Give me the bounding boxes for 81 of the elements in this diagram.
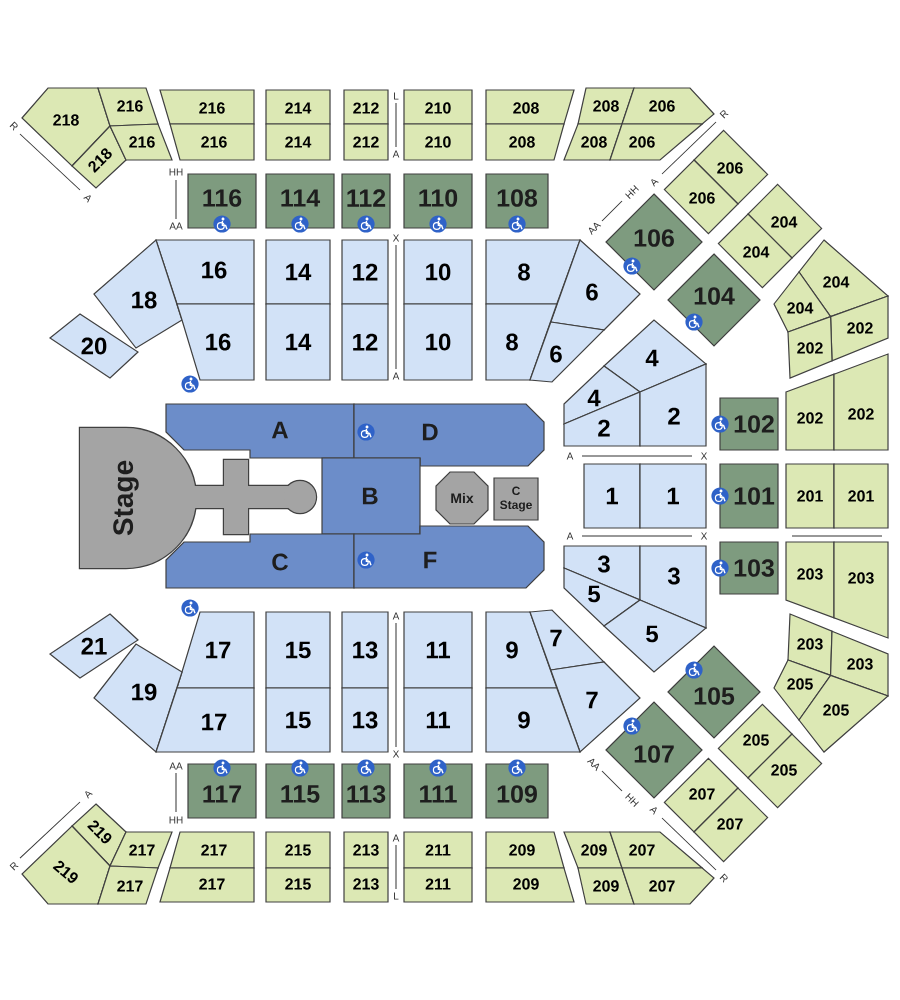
floor-section: D bbox=[353, 403, 545, 467]
seat-section: 217 bbox=[97, 865, 159, 905]
seat-section: 210 bbox=[403, 89, 473, 125]
seat-section: 113 bbox=[341, 763, 391, 819]
seat-section: 1 bbox=[639, 463, 707, 529]
floor-section: A bbox=[165, 403, 355, 459]
seat-section: 112 bbox=[341, 173, 391, 229]
seat-section: 217 bbox=[169, 831, 255, 869]
seat-section: 109 bbox=[485, 763, 549, 819]
seat-section: 13 bbox=[341, 611, 389, 689]
seat-section: 211 bbox=[403, 867, 473, 903]
seat-section: 208 bbox=[485, 123, 565, 161]
seat-section: 110 bbox=[403, 173, 473, 229]
seat-section: 117 bbox=[187, 763, 257, 819]
seat-section: 215 bbox=[265, 831, 331, 869]
seat-section: 212 bbox=[343, 123, 389, 161]
seat-section: 209 bbox=[577, 867, 635, 905]
seat-section: 209 bbox=[485, 831, 565, 869]
seat-section: 212 bbox=[343, 89, 389, 125]
seat-section: 5 bbox=[603, 599, 708, 673]
seat-section: 201 bbox=[785, 463, 835, 529]
seat-section: 7 bbox=[529, 609, 606, 671]
seat-section: 12 bbox=[341, 303, 389, 381]
seat-section: 12 bbox=[341, 239, 389, 305]
seat-section: 10 bbox=[403, 239, 473, 305]
seat-section: 217 bbox=[109, 831, 173, 869]
seat-section: 203 bbox=[785, 541, 835, 619]
seat-section: 206 bbox=[609, 123, 704, 161]
seat-section: 17 bbox=[176, 611, 255, 689]
seat-section: 206 bbox=[621, 87, 715, 125]
node-label: 203 bbox=[847, 658, 873, 670]
seat-section: 16 bbox=[176, 303, 255, 381]
seat-section: 216 bbox=[169, 123, 255, 161]
seat-section: 6 bbox=[529, 321, 606, 383]
seat-section: 203 bbox=[833, 541, 889, 639]
node-label: 202 bbox=[847, 322, 873, 334]
seat-section: 215 bbox=[265, 867, 331, 903]
seat-section: 14 bbox=[265, 239, 331, 305]
seat-section: 10 bbox=[403, 303, 473, 381]
seat-section: 11 bbox=[403, 611, 473, 689]
seat-section: 101 bbox=[719, 463, 779, 529]
seat-section: 115 bbox=[265, 763, 335, 819]
floor-section: F bbox=[353, 525, 545, 589]
seat-section: 114 bbox=[265, 173, 335, 229]
seat-section: 213 bbox=[343, 831, 389, 869]
seat-section: 15 bbox=[265, 687, 331, 753]
seat-section: 202 bbox=[785, 373, 835, 451]
seat-section: 202 bbox=[787, 315, 833, 379]
floor-section: B bbox=[321, 457, 421, 535]
seat-section: 201 bbox=[833, 463, 889, 529]
seat-section: 21 bbox=[49, 613, 139, 679]
seat-section: 208 bbox=[563, 123, 623, 161]
seat-section: 210 bbox=[403, 123, 473, 161]
seat-section: 102 bbox=[719, 397, 779, 451]
seat-section: 14 bbox=[265, 303, 331, 381]
seat-section: 4 bbox=[603, 319, 708, 393]
seat-section: 209 bbox=[485, 867, 575, 903]
seat-section: 202 bbox=[830, 295, 889, 362]
seat-section: 116 bbox=[187, 173, 257, 229]
seat-section: 216 bbox=[109, 123, 173, 161]
seat-section: 207 bbox=[621, 867, 715, 905]
seat-section: 208 bbox=[485, 89, 575, 125]
seat-section: 11 bbox=[403, 687, 473, 753]
seat-section: 207 bbox=[609, 831, 704, 869]
seat-section: 108 bbox=[485, 173, 549, 229]
seat-section: 103 bbox=[719, 541, 779, 595]
seat-section: 1 bbox=[583, 463, 641, 529]
seat-section: 211 bbox=[403, 831, 473, 869]
seat-section: 217 bbox=[159, 867, 255, 903]
seat-section: 213 bbox=[343, 867, 389, 903]
seat-section: 111 bbox=[403, 763, 473, 819]
seat-section: 15 bbox=[265, 611, 331, 689]
seat-section: 214 bbox=[265, 123, 331, 161]
seat-section: 218 bbox=[71, 124, 127, 189]
seat-section: 20 bbox=[49, 313, 139, 379]
seat-section: 216 bbox=[97, 87, 159, 127]
floor-section: C bbox=[165, 533, 355, 589]
seat-section: 216 bbox=[159, 89, 255, 125]
seat-section: 214 bbox=[265, 89, 331, 125]
seat-section: 13 bbox=[341, 687, 389, 753]
seat-section: 202 bbox=[833, 353, 889, 451]
